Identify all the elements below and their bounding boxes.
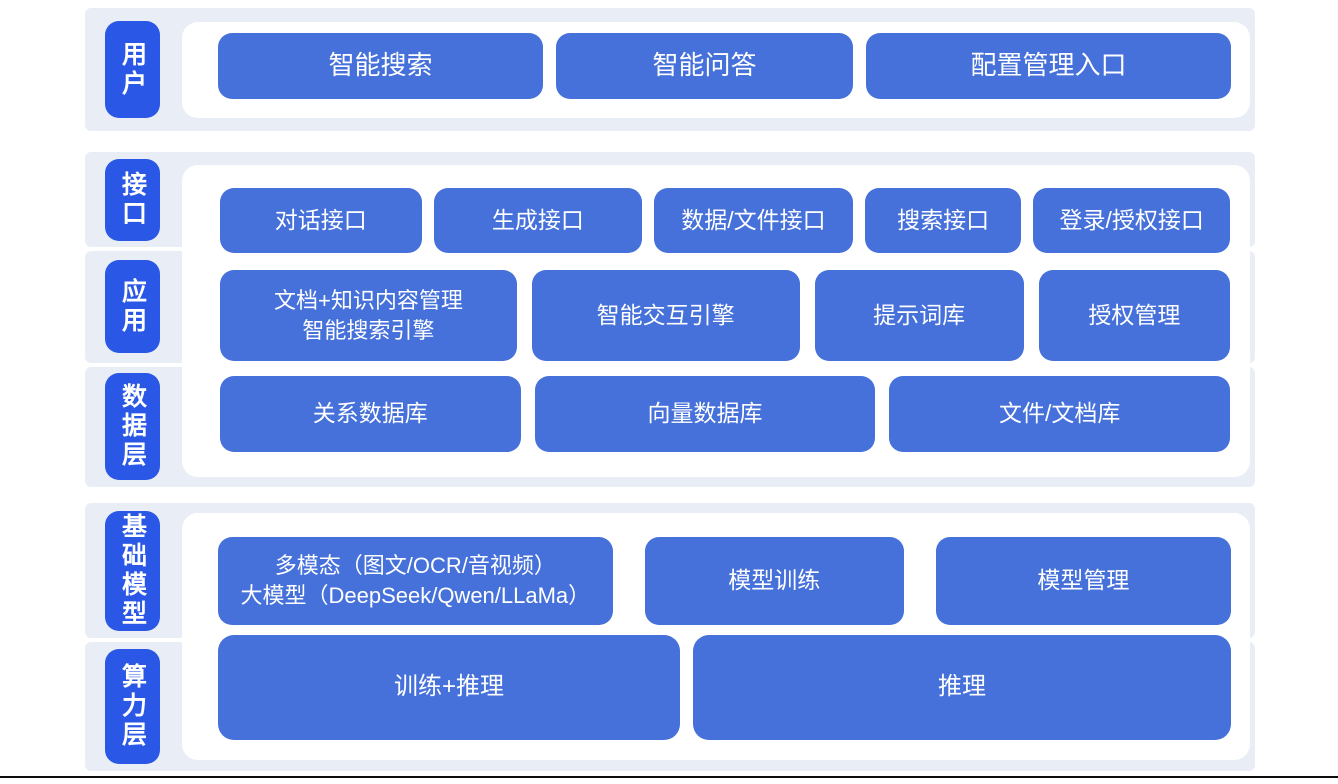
box-login-auth-api: 登录/授权接口 — [1033, 188, 1230, 253]
user-layer-row: 智能搜索 智能问答 配置管理入口 — [218, 33, 1231, 99]
layer-label-compute: 算力层 — [105, 649, 160, 764]
layer-label-data: 数据层 — [105, 373, 160, 480]
base-layer-panel: 多模态（图文/OCR/音视频） 大模型（DeepSeek/Qwen/LLaMa）… — [182, 513, 1250, 760]
bottom-border-line — [0, 776, 1338, 778]
box-multimodal-llm: 多模态（图文/OCR/音视频） 大模型（DeepSeek/Qwen/LLaMa） — [218, 537, 613, 625]
box-label: 搜索接口 — [897, 206, 990, 233]
box-inference: 推理 — [693, 635, 1231, 740]
box-label: 数据/文件接口 — [681, 206, 826, 233]
application-row: 文档+知识内容管理 智能搜索引擎 智能交互引擎 提示词库 授权管理 — [220, 270, 1230, 361]
interface-row: 对话接口 生成接口 数据/文件接口 搜索接口 登录/授权接口 — [220, 188, 1230, 253]
box-file-doc-store: 文件/文档库 — [889, 376, 1230, 452]
box-label: 授权管理 — [1088, 301, 1181, 328]
box-label-line2: 大模型（DeepSeek/Qwen/LLaMa） — [240, 583, 591, 608]
box-doc-knowledge-search-engine: 文档+知识内容管理 智能搜索引擎 — [220, 270, 517, 361]
box-prompt-library: 提示词库 — [814, 270, 1024, 361]
box-label: 对话接口 — [274, 206, 367, 233]
box-label: 智能搜索 — [328, 50, 433, 81]
box-vector-db: 向量数据库 — [534, 376, 876, 452]
box-label-line1: 文档+知识内容管理 — [273, 287, 463, 313]
user-layer-panel: 智能搜索 智能问答 配置管理入口 — [182, 22, 1250, 118]
box-label: 模型训练 — [728, 567, 821, 594]
layer-group-middle: 对话接口 生成接口 数据/文件接口 搜索接口 登录/授权接口 文档+知识内容管理 — [85, 152, 1255, 487]
box-search-api: 搜索接口 — [864, 188, 1022, 253]
box-label: 向量数据库 — [647, 400, 763, 427]
box-label: 提示词库 — [873, 301, 966, 328]
box-model-training: 模型训练 — [644, 537, 904, 625]
box-label: 关系数据库 — [312, 400, 428, 427]
box-label: 训练+推理 — [393, 673, 504, 701]
layer-label-interface: 接口 — [105, 159, 160, 241]
box-label: 配置管理入口 — [970, 50, 1127, 81]
box-training-inference: 训练+推理 — [218, 635, 680, 740]
box-label: 智能问答 — [652, 50, 757, 81]
layer-label-user: 用户 — [105, 21, 160, 118]
data-row: 关系数据库 向量数据库 文件/文档库 — [220, 376, 1230, 452]
box-auth-management: 授权管理 — [1038, 270, 1230, 361]
box-label: 生成接口 — [491, 206, 584, 233]
box-label: 推理 — [938, 673, 986, 701]
layer-label-application: 应用 — [105, 260, 160, 353]
box-dialog-api: 对话接口 — [220, 188, 422, 253]
box-config-management-entry: 配置管理入口 — [866, 33, 1231, 99]
foundation-model-row: 多模态（图文/OCR/音视频） 大模型（DeepSeek/Qwen/LLaMa）… — [218, 537, 1231, 625]
box-label: 登录/授权接口 — [1059, 206, 1204, 233]
box-data-file-api: 数据/文件接口 — [654, 188, 853, 253]
layer-group-user: 智能搜索 智能问答 配置管理入口 用户 — [85, 8, 1255, 131]
layer-label-foundation-model: 基础模型 — [105, 511, 160, 631]
box-label: 智能交互引擎 — [596, 301, 735, 328]
layer-group-base: 多模态（图文/OCR/音视频） 大模型（DeepSeek/Qwen/LLaMa）… — [85, 503, 1255, 771]
compute-row: 训练+推理 推理 — [218, 635, 1231, 740]
box-label-line1: 多模态（图文/OCR/音视频） — [274, 553, 556, 579]
box-label: 模型管理 — [1037, 567, 1130, 594]
box-label: 文件/文档库 — [998, 400, 1121, 427]
box-generation-api: 生成接口 — [433, 188, 643, 253]
box-model-management: 模型管理 — [935, 537, 1231, 625]
middle-layer-panel: 对话接口 生成接口 数据/文件接口 搜索接口 登录/授权接口 文档+知识内容管理 — [182, 165, 1250, 477]
box-smart-qa: 智能问答 — [556, 33, 853, 99]
box-relational-db: 关系数据库 — [220, 376, 521, 452]
box-label-line2: 智能搜索引擎 — [302, 317, 435, 343]
box-interactive-engine: 智能交互引擎 — [531, 270, 800, 361]
box-smart-search: 智能搜索 — [218, 33, 543, 99]
